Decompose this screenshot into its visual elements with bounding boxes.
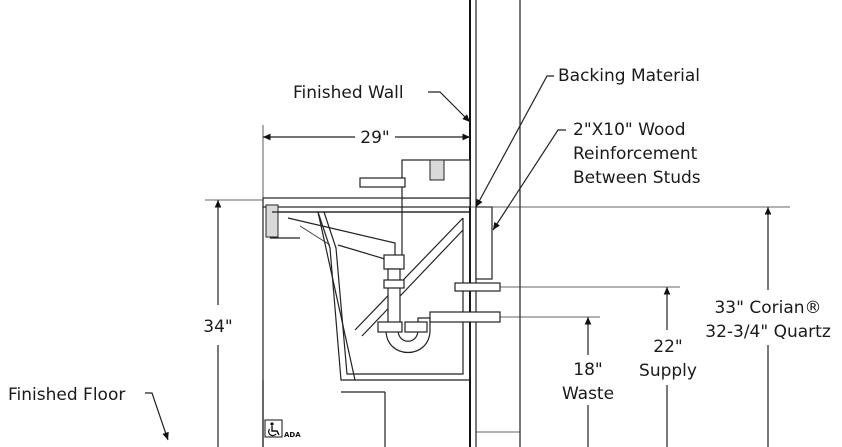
backing-material-leader: [475, 75, 554, 208]
waste-arm: [429, 311, 501, 323]
p-trap: [377, 254, 501, 353]
waste-label: Waste: [562, 384, 614, 404]
width-dimension-label: 29": [360, 128, 389, 148]
sink-basin: [278, 211, 471, 381]
finished-wall-leader: [428, 91, 471, 123]
reinforcement-leader: [492, 129, 566, 231]
wall-bracket: [354, 217, 464, 337]
quartz-height-label: 32-3/4" Quartz: [705, 322, 831, 342]
faucet-valve: [429, 159, 445, 181]
waste-height-label: 18": [573, 360, 602, 380]
finished-floor-label: Finished Floor: [8, 385, 125, 405]
front-edge-bracket: [265, 204, 279, 238]
bracket-diagonal: [354, 217, 464, 331]
reinforcement-label-line1: 2"X10" Wood: [573, 120, 686, 140]
supply-stub: [454, 282, 501, 292]
basin-outline: [317, 211, 471, 381]
basin-bowl: [287, 217, 396, 263]
wood-reinforcement: [475, 206, 493, 280]
width-dimension: [262, 125, 470, 198]
reinforcement-label-line3: Between Studs: [573, 168, 701, 188]
trap-nut-right: [404, 321, 428, 333]
countertop-slab: [262, 197, 471, 208]
faucet: [359, 159, 471, 262]
corian-height-label: 33" Corian®: [714, 298, 821, 318]
drain-strainer: [383, 254, 405, 270]
ada-badge: ADA: [284, 431, 301, 439]
finished-wall-label: Finished Wall: [293, 83, 404, 103]
knee-clearance-panel: [262, 380, 386, 447]
backing-material-label: Backing Material: [558, 66, 700, 86]
supply-height-label: 22": [653, 337, 682, 357]
bracket-diagonal-2: [361, 229, 464, 337]
reinforcement-label-line2: Reinforcement: [573, 144, 698, 164]
trap-nut-left: [377, 321, 403, 333]
height-dimension-label: 34": [203, 317, 232, 337]
basin-support-arm: [278, 211, 356, 381]
slip-nut: [383, 279, 405, 289]
finished-floor-leader: [145, 392, 169, 441]
wheelchair-icon: [264, 419, 283, 438]
faucet-spout: [359, 177, 406, 188]
supply-label: Supply: [639, 361, 697, 381]
